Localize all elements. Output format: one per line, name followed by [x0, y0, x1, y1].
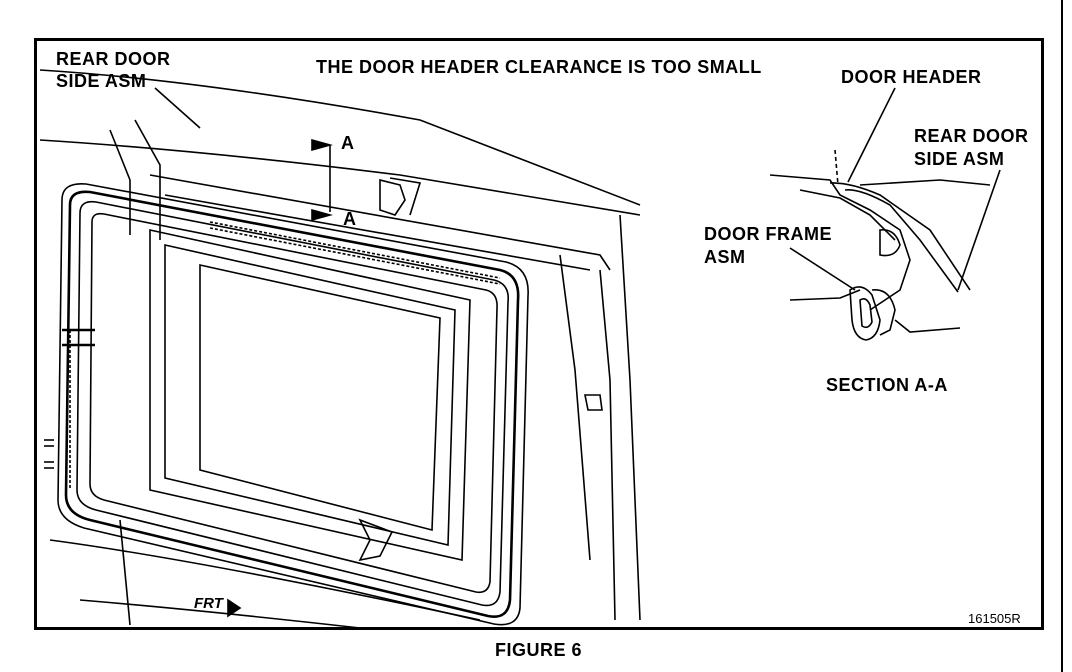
front-arrow	[227, 598, 242, 618]
section-line-a-a	[311, 138, 333, 222]
section-marker-bottom: A	[343, 209, 357, 229]
headline: THE DOOR HEADER CLEARANCE IS TOO SMALL	[316, 57, 762, 77]
page-edge-line	[1061, 0, 1063, 672]
rear-door-side-asm-label-line1: REAR DOOR	[56, 49, 171, 69]
figure-frame	[34, 38, 1044, 630]
rear-door-side-asm-right-line2: SIDE ASM	[914, 149, 1005, 169]
header-clip	[379, 177, 422, 216]
part-code: 161505R	[968, 611, 1021, 626]
left-hatch-marks	[44, 439, 54, 469]
section-marker-top: A	[341, 133, 355, 153]
rear-door-side-asm-right-line1: REAR DOOR	[914, 126, 1029, 146]
front-direction-label: FRT	[194, 595, 223, 612]
door-frame-asm-label-line2: ASM	[704, 247, 746, 267]
section-a-a-detail	[769, 149, 991, 341]
right-clip	[584, 394, 603, 411]
rear-door-side-asm-label-line2: SIDE ASM	[56, 71, 147, 91]
lower-clip	[358, 518, 394, 562]
door-header-label: DOOR HEADER	[841, 67, 982, 87]
door-frame-asm-label-line1: DOOR FRAME	[704, 224, 832, 244]
door-frame-seal	[57, 183, 529, 626]
leader-lines	[154, 87, 1001, 291]
figure-caption: FIGURE 6	[495, 640, 583, 660]
body-panel-lines	[39, 69, 641, 629]
section-caption: SECTION A-A	[826, 375, 948, 395]
